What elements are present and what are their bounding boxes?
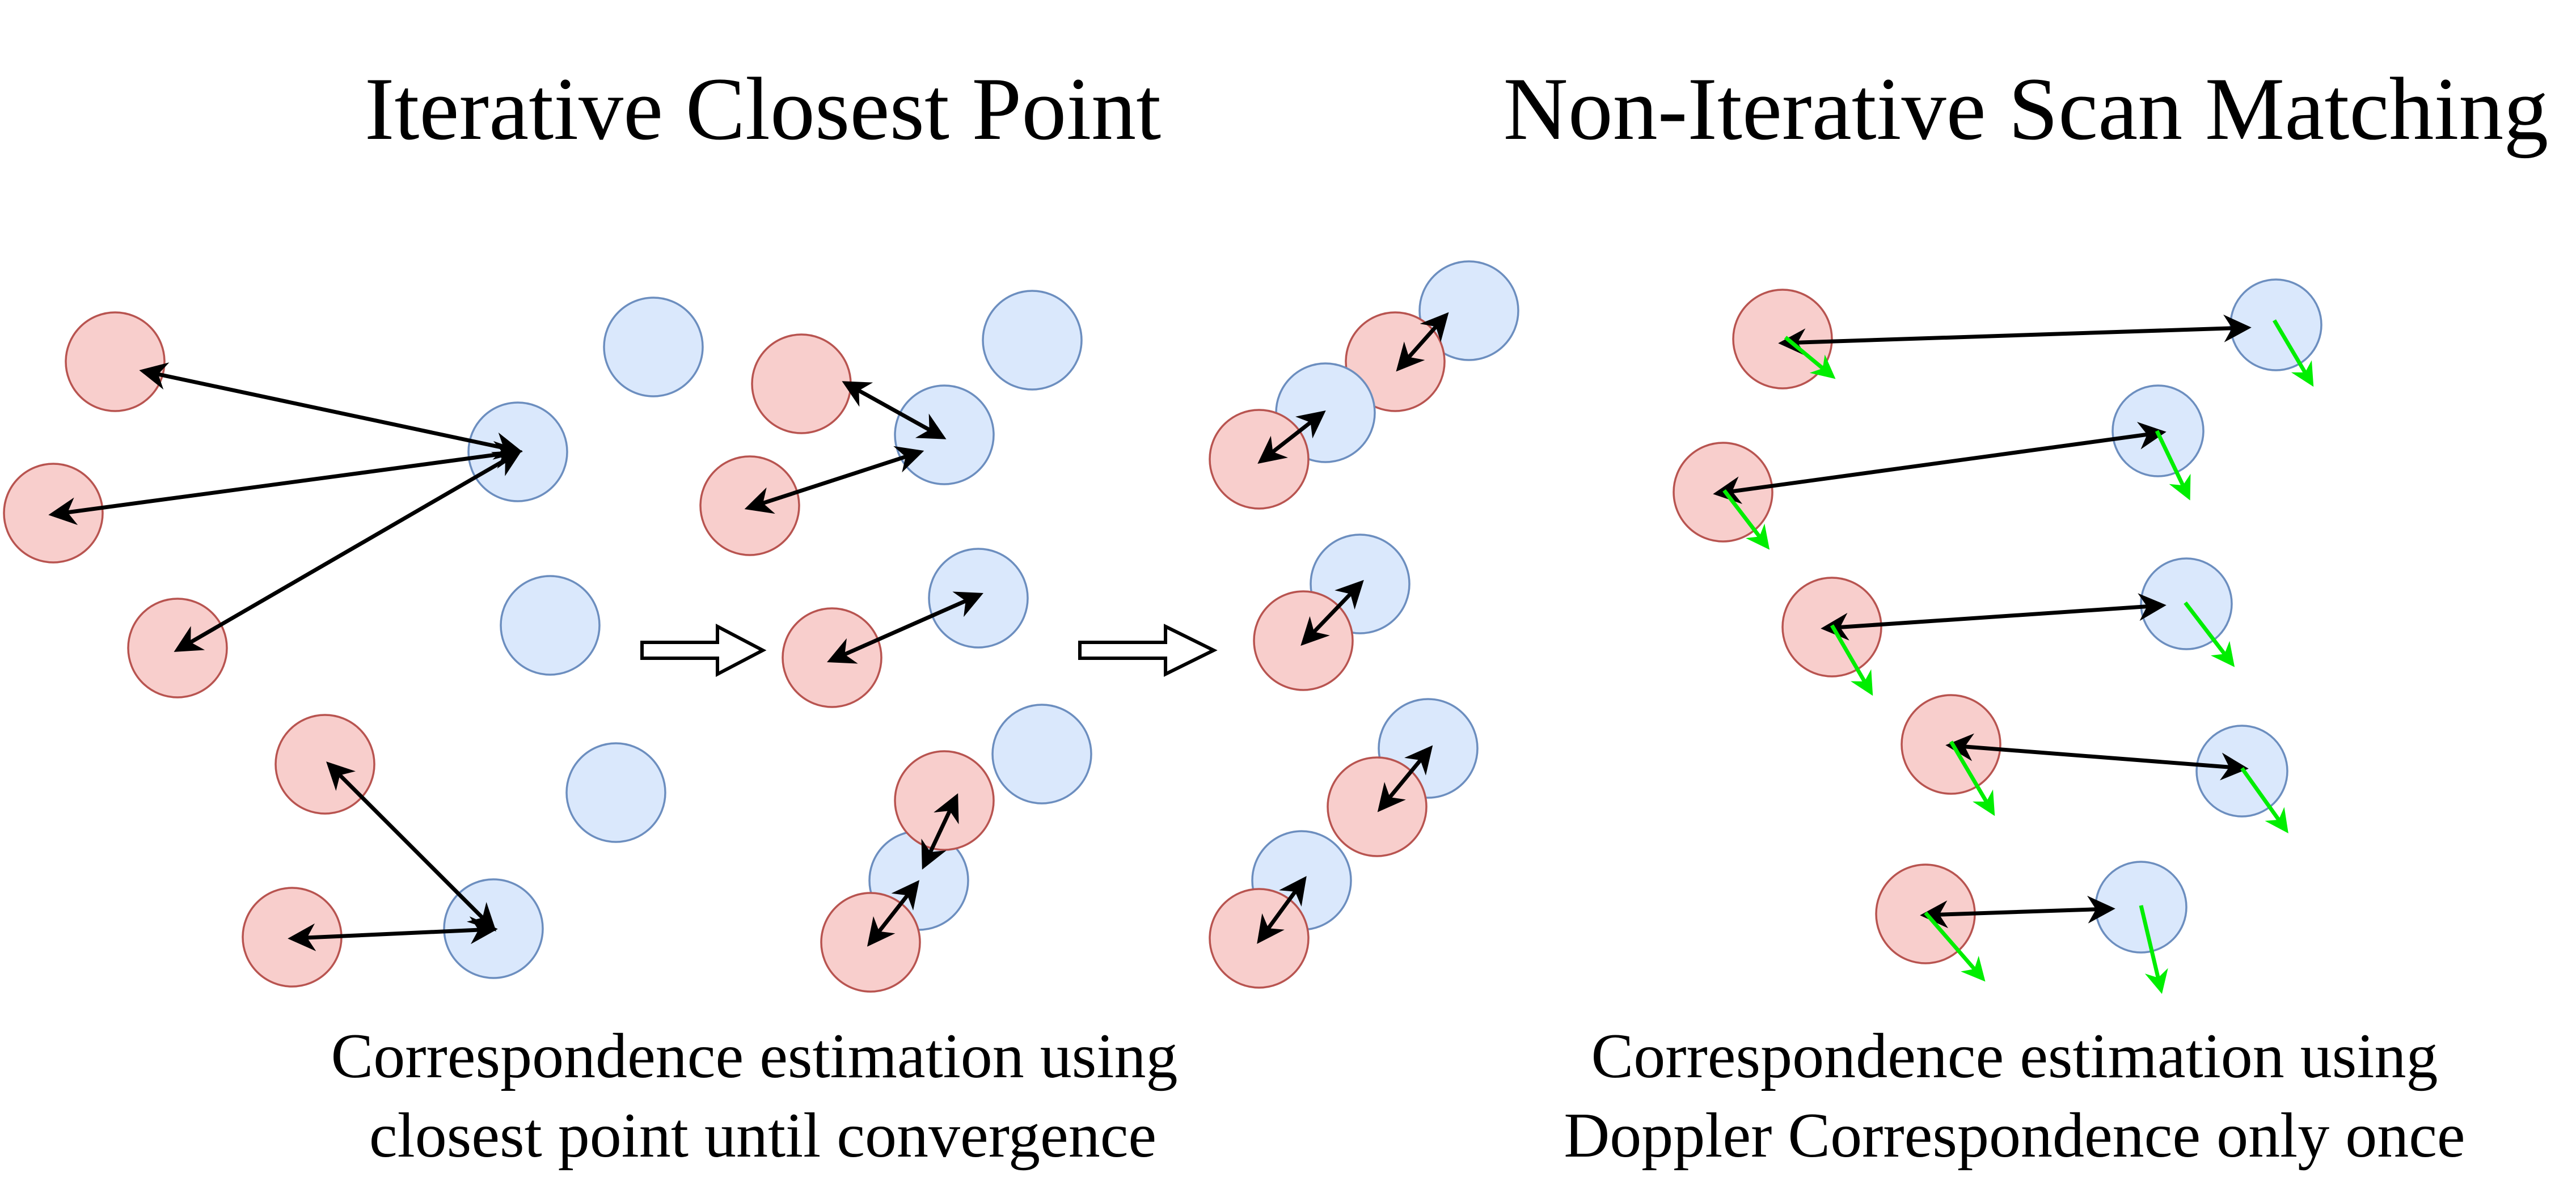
source-point — [65, 311, 166, 412]
icp-stage-2 — [699, 290, 1092, 993]
doppler-velocity-arrow — [2272, 319, 2314, 387]
correspondence-arrow — [1257, 410, 1326, 464]
correspondence-arrow — [867, 880, 920, 947]
source-point — [275, 714, 375, 815]
doppler-velocity-arrow — [2184, 601, 2235, 667]
icp-stage-3 — [1209, 260, 1519, 989]
correspondence-arrow — [174, 450, 522, 652]
correspondence-arrow — [921, 793, 959, 870]
correspondence-arrow — [1257, 876, 1307, 944]
correspondence-arrow — [139, 362, 523, 460]
correspondence-arrow — [1300, 579, 1364, 646]
source-point — [782, 607, 882, 708]
correspondence-arrow — [326, 761, 496, 932]
doppler-correspondence-arrow — [1945, 733, 2249, 781]
iteration-arrow-icon — [640, 624, 767, 677]
source-point — [1209, 409, 1310, 510]
caption-doppler-line-2: Doppler Correspondence only once — [1564, 1100, 2465, 1171]
doppler-velocity-arrow — [2139, 905, 2168, 994]
correspondence-arrow — [744, 446, 924, 514]
target-point — [565, 742, 666, 843]
doppler-velocity-arrow — [1830, 624, 1873, 696]
iteration-arrow-icon — [1078, 624, 1218, 677]
correspondence-arrow — [1377, 745, 1433, 812]
source-point — [1732, 289, 1833, 389]
source-point — [127, 598, 228, 698]
source-point — [751, 333, 852, 434]
doppler-correspondence-arrow — [1821, 593, 2167, 641]
correspondence-arrow — [827, 591, 983, 664]
title-icp: Iterative Closest Point — [365, 60, 1161, 159]
source-point — [894, 750, 995, 851]
target-point — [500, 575, 601, 676]
doppler-correspondence-arrow — [1713, 422, 2167, 504]
correspondence-arrow — [1396, 312, 1449, 372]
target-point — [894, 384, 995, 485]
correspondence-arrow — [842, 381, 947, 439]
title-non-iterative: Non-Iterative Scan Matching — [1504, 60, 2549, 159]
target-point — [991, 704, 1092, 805]
doppler-velocity-arrow — [1949, 740, 1995, 816]
doppler-velocity-arrow — [1722, 489, 1770, 550]
target-point — [603, 297, 704, 397]
doppler-stage — [1673, 278, 2322, 994]
target-point — [467, 401, 568, 502]
doppler-velocity-arrow — [2240, 767, 2288, 833]
icp-stage-1 — [3, 297, 704, 988]
doppler-correspondence-arrow — [1920, 895, 2115, 929]
source-point — [3, 463, 104, 564]
correspondence-arrow — [288, 916, 498, 951]
doppler-velocity-arrow — [2155, 430, 2191, 501]
correspondence-arrow — [48, 441, 523, 526]
target-point — [982, 290, 1083, 391]
caption-icp-line-2: closest point until convergence — [369, 1100, 1156, 1171]
doppler-velocity-arrow — [1784, 336, 1836, 379]
target-point — [928, 548, 1029, 649]
doppler-velocity-arrow — [1924, 911, 1986, 982]
doppler-correspondence-arrow — [1778, 314, 2252, 357]
caption-doppler-line-1: Correspondence estimation using — [1591, 1021, 2438, 1091]
caption-icp-line-1: Correspondence estimation using — [331, 1021, 1177, 1091]
